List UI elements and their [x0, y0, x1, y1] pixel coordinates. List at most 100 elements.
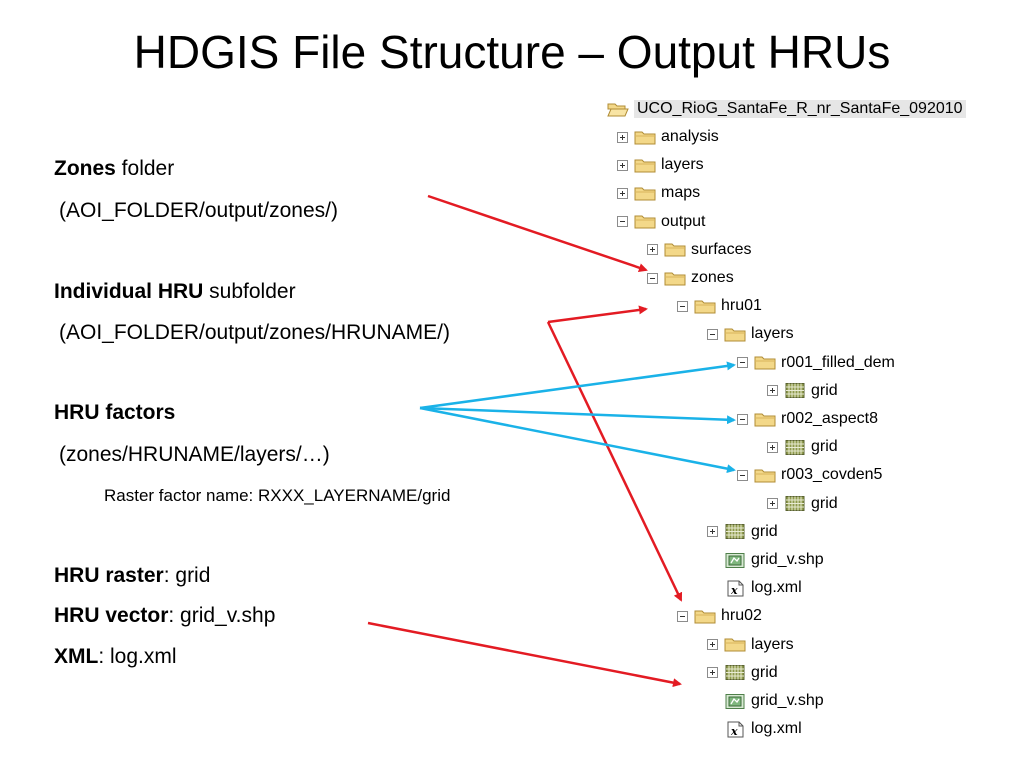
tree-node-label: grid — [811, 494, 838, 512]
zones-folder-label: Zones folder — [54, 156, 174, 182]
zones-bold: Zones — [54, 157, 116, 180]
tree-node[interactable]: hru01 — [677, 294, 762, 318]
expand-icon[interactable] — [767, 498, 778, 510]
folder-icon — [724, 636, 746, 653]
tree-node[interactable]: grid — [767, 492, 838, 516]
tree-node-label: surfaces — [691, 240, 752, 258]
expand-icon[interactable] — [707, 639, 718, 651]
collapse-icon[interactable] — [737, 357, 748, 369]
raster-grid-icon — [724, 523, 746, 540]
collapse-icon[interactable] — [737, 413, 748, 425]
folder-icon — [634, 213, 656, 230]
raster-grid-icon — [784, 495, 806, 512]
folder-icon — [664, 241, 686, 258]
vector-rest: : grid_v.shp — [168, 604, 276, 627]
raster-bold: HRU raster — [54, 564, 164, 587]
open-folder-icon — [607, 101, 629, 118]
tree-node-label: output — [661, 212, 706, 230]
collapse-icon[interactable] — [737, 469, 748, 481]
folder-tree: UCO_RioG_SantaFe_R_nr_SantaFe_092010 ana… — [607, 94, 1017, 744]
tree-node[interactable]: grid_v.shp — [707, 548, 824, 572]
hru-subfolder-path: (AOI_FOLDER/output/zones/HRUNAME/) — [59, 321, 450, 344]
tree-node[interactable]: grid_v.shp — [707, 689, 824, 713]
tree-node-label: layers — [661, 156, 704, 174]
hru-rest: subfolder — [203, 280, 296, 303]
tree-node-label: r003_covden5 — [781, 466, 883, 484]
hru-subfolder-label: Individual HRU subfolder — [54, 279, 296, 305]
tree-node[interactable]: analysis — [617, 125, 719, 149]
tree-node[interactable]: grid — [767, 379, 838, 403]
tree-node-label: r001_filled_dem — [781, 353, 895, 371]
tree-node-label: zones — [691, 269, 734, 286]
tree-node[interactable]: maps — [617, 181, 700, 205]
vector-bold: HRU vector — [54, 604, 169, 627]
tree-root[interactable]: UCO_RioG_SantaFe_R_nr_SantaFe_092010 — [607, 97, 966, 121]
tree-node[interactable]: layers — [707, 633, 794, 657]
raster-rest: : grid — [163, 564, 211, 587]
zones-folder-path: (AOI_FOLDER/output/zones/) — [59, 199, 338, 222]
xml-bold: XML — [54, 645, 99, 668]
expand-icon[interactable] — [647, 244, 658, 256]
tree-node[interactable]: layers — [707, 322, 794, 346]
hru-factors-label: HRU factors — [54, 400, 175, 426]
folder-icon — [694, 608, 716, 625]
expand-icon[interactable] — [617, 131, 628, 143]
hru-bold: Individual HRU — [54, 280, 204, 303]
tree-node[interactable]: grid — [767, 435, 838, 459]
tree-node-label: hru01 — [721, 297, 762, 315]
tree-node[interactable]: r001_filled_dem — [737, 351, 895, 375]
expand-icon[interactable] — [617, 187, 628, 199]
expand-icon[interactable] — [617, 159, 628, 171]
raster-grid-icon — [784, 439, 806, 456]
xml-rest: : log.xml — [98, 645, 177, 668]
tree-node[interactable]: x log.xml — [707, 717, 802, 741]
tree-node[interactable]: layers — [617, 153, 704, 177]
collapse-icon[interactable] — [617, 216, 628, 228]
raster-factor-name: Raster factor name: RXXX_LAYERNAME/grid — [104, 486, 451, 505]
tree-node-label: grid_v.shp — [751, 551, 824, 568]
collapse-icon[interactable] — [707, 328, 718, 340]
tree-node[interactable]: surfaces — [647, 238, 751, 262]
folder-icon — [724, 326, 746, 343]
folder-icon — [754, 411, 776, 428]
raster-grid-icon — [784, 382, 806, 399]
tree-node[interactable]: r003_covden5 — [737, 463, 882, 487]
hru-vector-label: HRU vector: grid_v.shp — [54, 603, 275, 629]
factors-bold: HRU factors — [54, 401, 176, 424]
tree-node-label: grid — [751, 522, 778, 540]
spacer — [707, 696, 718, 707]
tree-node-label: hru02 — [721, 607, 762, 625]
tree-node[interactable]: output — [617, 210, 705, 234]
tree-node[interactable]: hru02 — [677, 604, 762, 628]
spacer — [707, 724, 718, 735]
xml-label: XML: log.xml — [54, 644, 177, 670]
tree-node-label: grid — [751, 663, 778, 681]
folder-icon — [634, 157, 656, 174]
tree-node-label: grid — [811, 438, 838, 456]
tree-node-label: maps — [661, 184, 701, 202]
collapse-icon[interactable] — [647, 272, 658, 284]
tree-node-label: layers — [751, 325, 794, 343]
expand-icon[interactable] — [707, 667, 718, 679]
tree-node-label: log.xml — [751, 720, 802, 738]
tree-node[interactable]: r002_aspect8 — [737, 407, 878, 431]
tree-node-label: r002_aspect8 — [781, 410, 878, 427]
svg-text:x: x — [730, 725, 738, 738]
hru-factors-path: (zones/HRUNAME/layers/…) — [59, 443, 330, 466]
tree-node-label: analysis — [661, 128, 719, 145]
folder-icon — [694, 298, 716, 315]
expand-icon[interactable] — [767, 441, 778, 453]
collapse-icon[interactable] — [677, 610, 688, 622]
folder-icon — [634, 129, 656, 146]
expand-icon[interactable] — [767, 385, 778, 397]
tree-node-label: grid_v.shp — [751, 692, 824, 709]
shapefile-icon — [724, 693, 746, 710]
tree-node[interactable]: grid — [707, 661, 778, 685]
tree-node[interactable]: zones — [647, 266, 734, 290]
collapse-icon[interactable] — [677, 300, 688, 312]
expand-icon[interactable] — [707, 526, 718, 538]
shapefile-icon — [724, 552, 746, 569]
spacer — [707, 555, 718, 566]
tree-node[interactable]: grid — [707, 520, 778, 544]
